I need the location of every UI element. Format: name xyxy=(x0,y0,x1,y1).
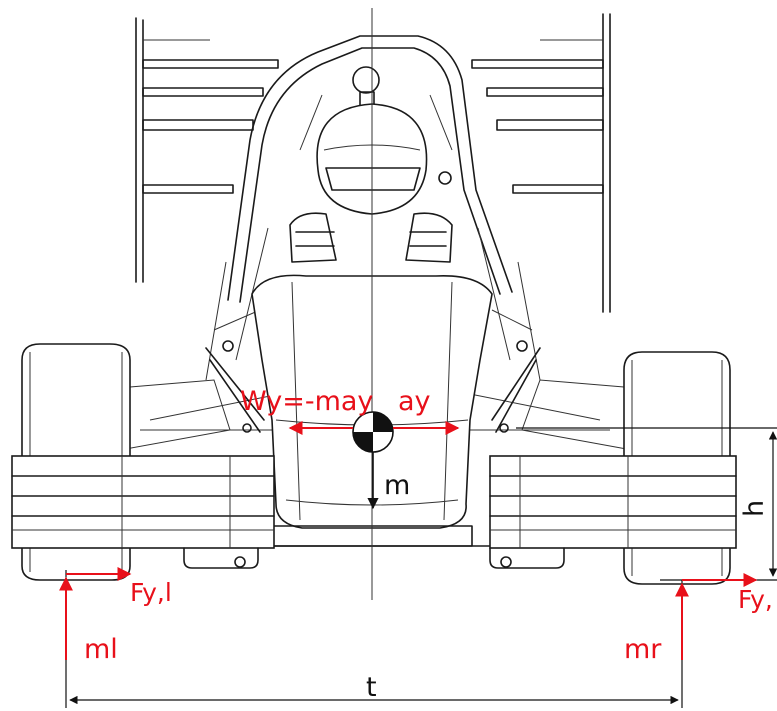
suspension xyxy=(117,309,637,451)
track-label: t xyxy=(366,672,377,703)
center-of-gravity-symbol xyxy=(352,411,394,453)
front-wing xyxy=(11,455,737,569)
roll-hoop xyxy=(227,35,513,303)
inertia-force-label: Wy=-may xyxy=(240,386,373,417)
right-lateral-force-label: Fy, xyxy=(738,585,773,614)
rear-wing xyxy=(135,13,611,313)
right-mass-label: mr xyxy=(624,634,662,665)
mass-label: m xyxy=(384,470,410,501)
height-label: h xyxy=(739,500,770,517)
driver-helmet xyxy=(289,66,453,263)
acceleration-label: ay xyxy=(398,386,431,417)
left-mass-label: ml xyxy=(84,634,118,665)
left-lateral-force-label: Fy,l xyxy=(130,578,172,607)
